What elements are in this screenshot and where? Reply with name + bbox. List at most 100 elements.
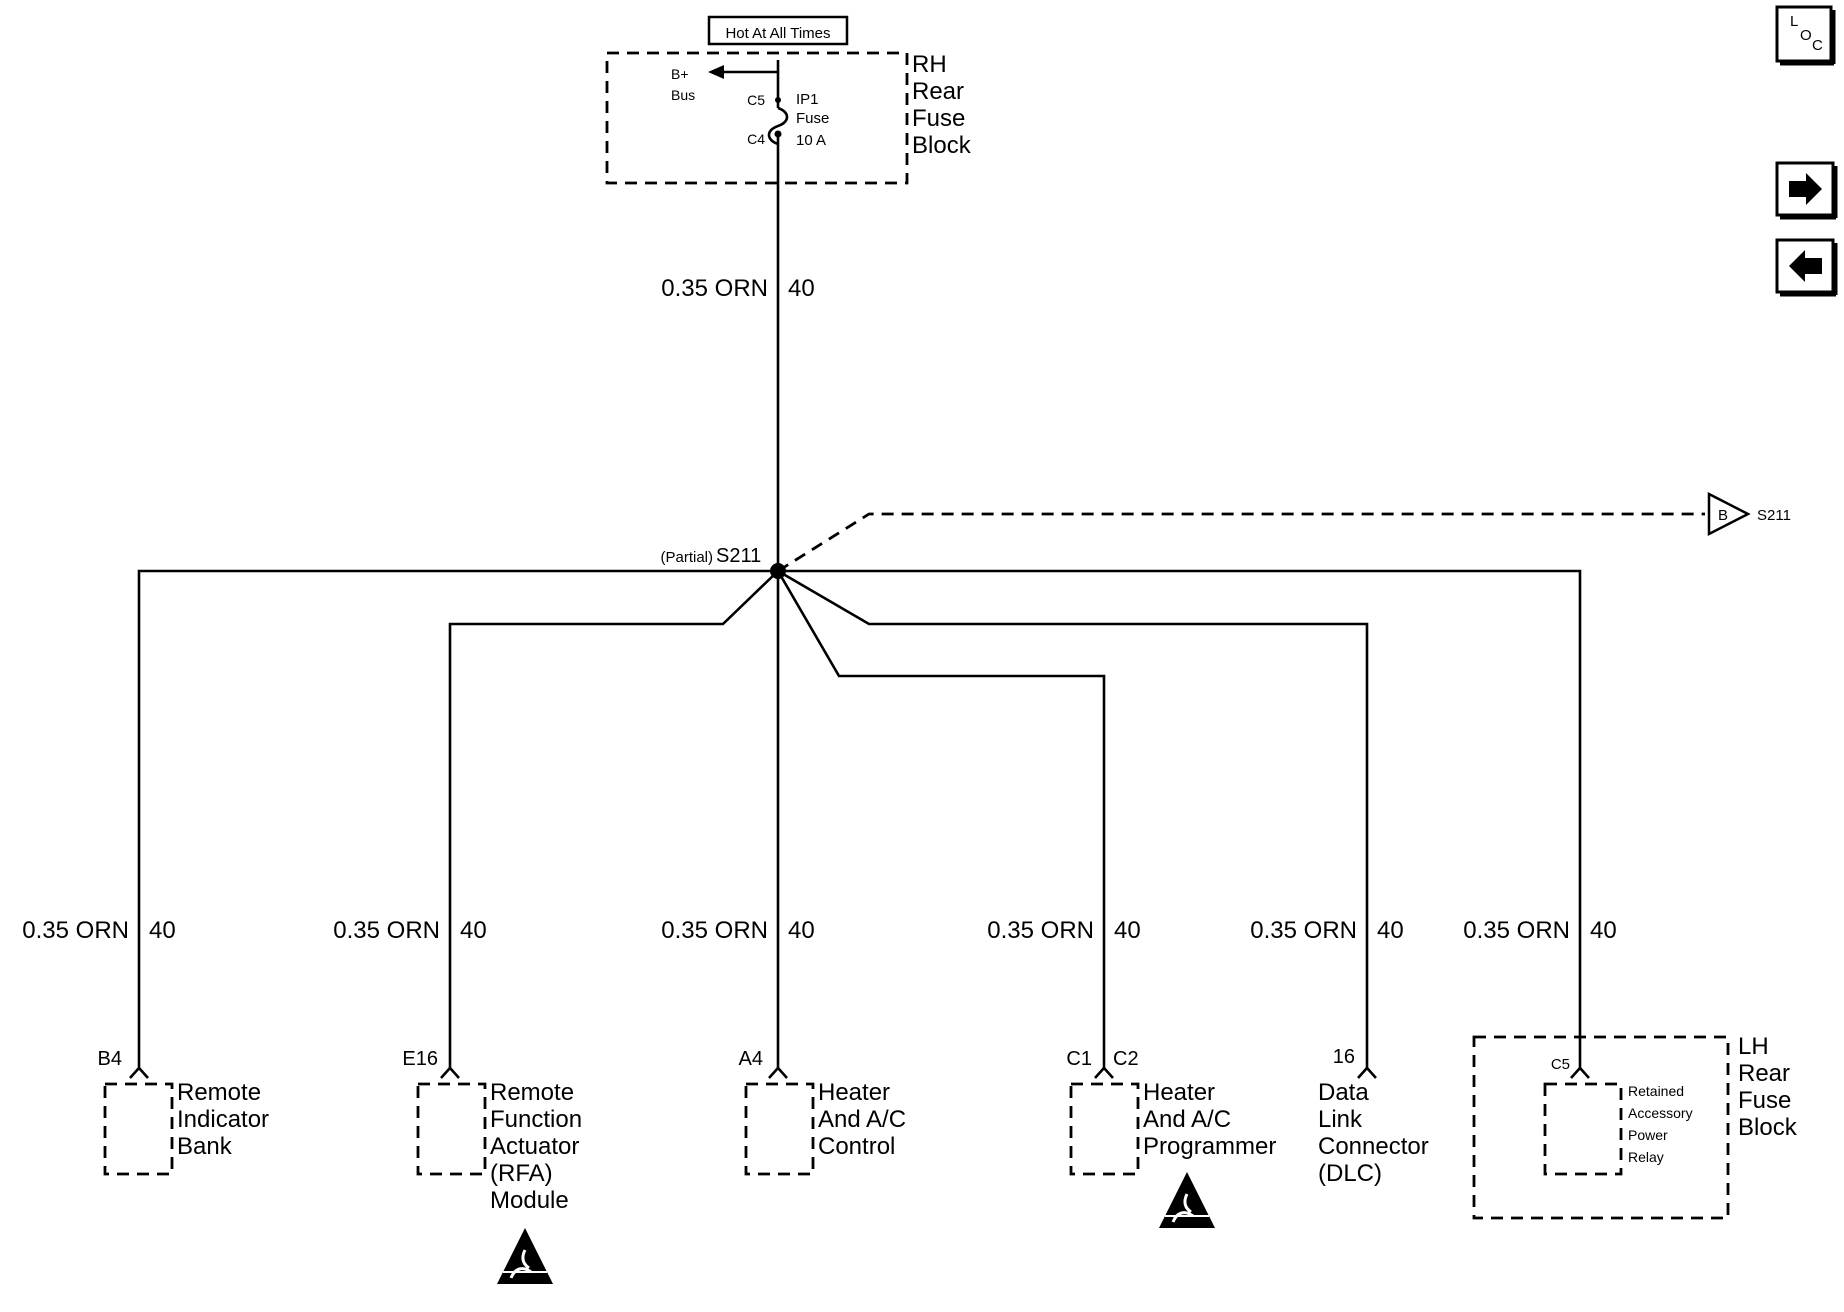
offpage-connector-b: B S211	[1707, 491, 1791, 537]
branch-circuit: 40	[1377, 917, 1404, 944]
main-wire-circuit: 40	[788, 275, 815, 302]
fuse-rating-label: 10 A	[796, 132, 826, 149]
branch-rfa-module: 0.35 ORN 40 E16 Remote Function Actuator…	[333, 917, 582, 1284]
rh-fuse-block-label-1: RH	[912, 51, 947, 78]
fuse-pin-bottom-label: C4	[747, 131, 765, 147]
b-plus-label: B+	[671, 66, 689, 82]
pin-label-2: C2	[1113, 1048, 1139, 1070]
esd-warning-icon	[1159, 1172, 1215, 1228]
component-label-5: Module	[490, 1187, 569, 1214]
splice-s211: (Partial) S211	[137, 512, 1705, 1068]
fuse-pin-top-label: C5	[747, 92, 765, 108]
component-label-3: Programmer	[1143, 1133, 1276, 1160]
component-outline	[103, 1082, 174, 1176]
component-label-1: Heater	[818, 1079, 890, 1106]
component-label-3: Actuator	[490, 1133, 579, 1160]
component-label-3: Connector	[1318, 1133, 1429, 1160]
connector-pin-icon	[1570, 1066, 1590, 1079]
pin-label: C5	[1551, 1056, 1570, 1073]
main-wire-gauge: 0.35 ORN	[661, 275, 768, 302]
branch-lh-rear-fuse-block: 0.35 ORN 40 C5 Retained Accessory Power …	[1463, 917, 1798, 1220]
branch-circuit: 40	[460, 917, 487, 944]
branch-remote-indicator-bank: 0.35 ORN 40 B4 Remote Indicator Bank	[22, 917, 269, 1176]
loc-letter-l: L	[1790, 13, 1798, 30]
branch-wire-c1	[776, 570, 1106, 1068]
pin-label: 16	[1333, 1046, 1355, 1068]
branch-circuit: 40	[1114, 917, 1141, 944]
offpage-name: S211	[1757, 507, 1791, 524]
offpage-dashed-wire	[777, 512, 1705, 573]
branch-gauge: 0.35 ORN	[333, 917, 440, 944]
branch-gauge: 0.35 ORN	[661, 917, 768, 944]
connector-pin-icon	[129, 1066, 149, 1079]
branch-wire-b4	[137, 569, 778, 1068]
component-label-3: Bank	[177, 1133, 233, 1160]
splice-partial-label: (Partial)	[660, 549, 713, 566]
fuse-pin-c5	[775, 97, 781, 103]
component-label-1: Heater	[1143, 1079, 1215, 1106]
rh-fuse-block-label-2: Rear	[912, 78, 964, 105]
component-label-2: And A/C	[818, 1106, 906, 1133]
offpage-triangle-icon	[1707, 491, 1751, 537]
branch-gauge: 0.35 ORN	[1250, 917, 1357, 944]
b-plus-arrow-icon	[708, 65, 724, 79]
loc-letter-o: O	[1800, 27, 1812, 44]
rh-fuse-block-label-3: Fuse	[912, 105, 965, 132]
lh-fuse-block-label-1: LH	[1738, 1033, 1769, 1060]
component-label-3: Control	[818, 1133, 895, 1160]
component-outline	[416, 1082, 487, 1176]
relay-label-3: Power	[1628, 1127, 1668, 1143]
branch-heater-ac-programmer: 0.35 ORN 40 C1 C2 Heater And A/C Program…	[987, 917, 1276, 1228]
component-label-2: And A/C	[1143, 1106, 1231, 1133]
splice-name-label: S211	[716, 545, 761, 567]
branch-wire-c5	[778, 569, 1582, 1068]
branch-gauge: 0.35 ORN	[1463, 917, 1570, 944]
component-label-2: Indicator	[177, 1106, 269, 1133]
bus-label: Bus	[671, 87, 695, 103]
connector-pin-icon	[768, 1066, 788, 1079]
rh-fuse-block-label-4: Block	[912, 132, 972, 159]
branch-heater-ac-control: 0.35 ORN 40 A4 Heater And A/C Control	[661, 917, 906, 1176]
offpage-letter: B	[1718, 507, 1728, 524]
component-outline	[1069, 1082, 1140, 1176]
pin-label: B4	[98, 1048, 122, 1070]
arrow-right-icon	[1789, 173, 1822, 205]
component-label-1: Data	[1318, 1079, 1369, 1106]
hot-at-all-times-box	[707, 15, 849, 46]
rh-fuse-block-outline	[605, 51, 909, 185]
branch-gauge: 0.35 ORN	[22, 917, 129, 944]
branch-circuit: 40	[149, 917, 176, 944]
arrow-left-icon	[1789, 250, 1822, 282]
fuse-word-label: Fuse	[796, 110, 829, 127]
connector-pin-icon	[1094, 1066, 1114, 1079]
splice-dot	[770, 563, 786, 579]
main-feed-wire: 0.35 ORN 40	[661, 134, 815, 571]
lh-fuse-block-label-3: Fuse	[1738, 1087, 1791, 1114]
pin-label: E16	[402, 1048, 438, 1070]
rh-rear-fuse-block: Hot At All Times B+ Bus C5 C4 IP1 Fuse 1…	[605, 15, 972, 185]
branch-wire-e16	[448, 570, 779, 1068]
fuse-name-label: IP1	[796, 91, 819, 108]
branch-gauge: 0.35 ORN	[987, 917, 1094, 944]
lh-fuse-block-label-4: Block	[1738, 1114, 1798, 1141]
loc-letter-c: C	[1812, 37, 1823, 54]
prev-page-button[interactable]	[1775, 238, 1838, 297]
relay-outline	[1543, 1082, 1623, 1176]
loc-button[interactable]: L O C	[1775, 5, 1836, 66]
branch-wire-16	[777, 569, 1369, 1068]
next-page-button[interactable]	[1775, 161, 1838, 220]
lh-fuse-block-label-2: Rear	[1738, 1060, 1790, 1087]
branch-circuit: 40	[1590, 917, 1617, 944]
fuse-symbol-icon	[767, 106, 789, 146]
hot-at-all-times-label: Hot At All Times	[725, 25, 830, 42]
relay-label-1: Retained	[1628, 1083, 1684, 1099]
branch-data-link-connector: 0.35 ORN 40 16 Data Link Connector (DLC)	[1250, 917, 1428, 1187]
esd-warning-icon	[497, 1228, 553, 1284]
component-label-2: Function	[490, 1106, 582, 1133]
component-label-4: (RFA)	[490, 1160, 553, 1187]
component-outline	[744, 1082, 815, 1176]
component-label-1: Remote	[177, 1079, 261, 1106]
component-label-2: Link	[1318, 1106, 1363, 1133]
branch-circuit: 40	[788, 917, 815, 944]
